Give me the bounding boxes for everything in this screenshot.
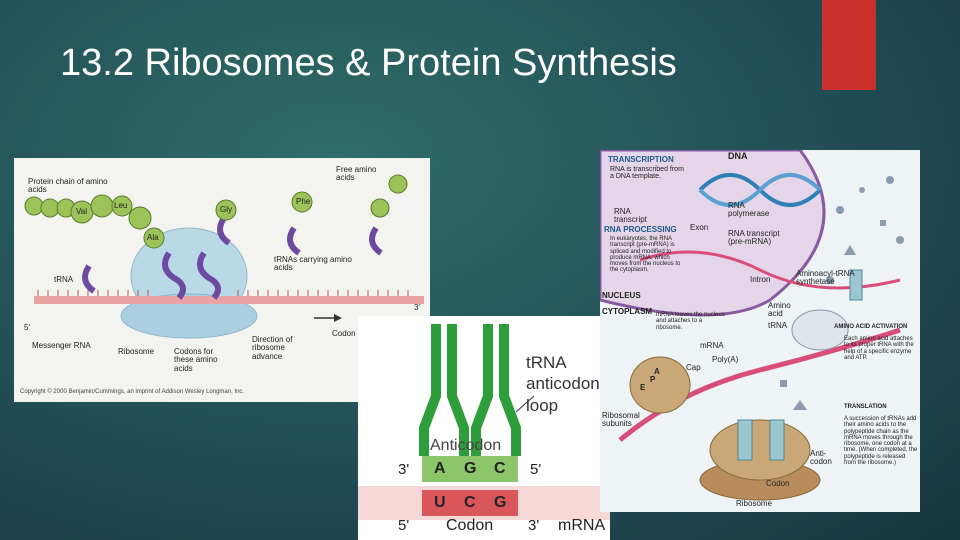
anticodon-base-3: C: [494, 460, 506, 477]
site-e: E: [640, 383, 646, 392]
label-rna-transcript: RNA transcript: [614, 207, 647, 225]
accent-bar: [822, 0, 876, 90]
step5-text: A succession of tRNAs add their amino ac…: [844, 416, 918, 467]
label-exon: Exon: [690, 223, 709, 232]
trna-anticodon-figure: tRNA anticodon loop Anticodon 3' A G C 5…: [358, 316, 610, 540]
codon-base-3: G: [494, 494, 507, 511]
codon-label: Codon: [446, 517, 494, 534]
label-amino-acid: Amino acid: [768, 301, 791, 319]
label-protein-chain: Protein chain of amino acids: [28, 177, 108, 195]
trna-loop-label: tRNA anticodon loop: [526, 353, 600, 415]
label-direction: Direction of ribosome advance: [252, 335, 293, 361]
label-rna-polymerase: RNA polymerase: [728, 201, 770, 219]
five-prime-top: 5': [530, 461, 542, 478]
slide-title: 13.2 Ribosomes & Protein Synthesis: [60, 42, 677, 84]
ribosome-illustration: [24, 174, 424, 339]
label-intron: Intron: [750, 275, 771, 284]
label-synthetase: Aminoacyl-tRNA synthetase: [796, 269, 855, 287]
site-p: P: [650, 375, 656, 384]
five-prime-bottom: 5': [398, 517, 410, 534]
label-anticodon: Anti-codon: [810, 449, 832, 467]
three-prime-top: 3': [398, 461, 410, 478]
label-three-prime: 3': [414, 303, 420, 312]
label-trnas-carrying: tRNAs carrying amino acids: [274, 255, 352, 273]
aa-leu: Leu: [114, 201, 128, 210]
label-cap: Cap: [686, 363, 701, 372]
label-five-prime: 5': [24, 323, 30, 332]
label-ribosome: Ribosome: [736, 499, 773, 508]
anticodon-base-2: G: [464, 460, 477, 477]
label-codon: Codon: [766, 479, 790, 488]
protein-synthesis-overview: DNA TRANSCRIPTION RNA is transcribed fro…: [600, 150, 920, 512]
label-poly-a: Poly(A): [712, 355, 739, 364]
label-pre-mrna: RNA transcript (pre-mRNA): [728, 229, 780, 247]
step2-text: In eukaryotes, the RNA transcript (pre-m…: [610, 236, 681, 274]
label-transcription: TRANSCRIPTION: [608, 155, 674, 164]
label-codon: Codon: [332, 329, 356, 338]
anticodon-base-1: A: [434, 460, 446, 477]
label-mrna: mRNA: [700, 341, 724, 350]
step3-text: mRNA leaves the nucleus and attaches to …: [656, 312, 725, 331]
codon-base-2: C: [464, 494, 476, 511]
three-prime-bottom: 3': [528, 517, 540, 534]
label-translation: TRANSLATION: [844, 404, 887, 410]
ribosome-figure-left: Protein chain of amino acids Free amino …: [14, 158, 430, 402]
label-free-amino-acids: Free amino acids: [336, 165, 377, 183]
anticodon-label: Anticodon: [430, 437, 502, 454]
label-cytoplasm: CYTOPLASM: [602, 307, 653, 316]
aa-ala: Ala: [147, 233, 159, 242]
label-aa-activation: AMINO ACID ACTIVATION: [834, 324, 908, 330]
label-codons-for: Codons for these amino acids: [174, 347, 218, 373]
label-dna: DNA: [728, 151, 748, 161]
step1-text: RNA is transcribed from a DNA template.: [610, 166, 684, 181]
site-a: A: [654, 367, 660, 376]
label-ribosomal-subunits: Ribosomal subunits: [602, 411, 640, 429]
label-trna: tRNA: [54, 275, 74, 284]
protein-synthesis-illustration: [600, 150, 904, 501]
trna-anticodon-illustration: [358, 324, 610, 520]
label-rna-processing: RNA PROCESSING: [604, 225, 677, 234]
codon-base-1: U: [434, 494, 446, 511]
label-ribosome: Ribosome: [118, 347, 155, 356]
aa-phe: Phe: [296, 197, 311, 206]
step4-text: Each amino acid attaches to its proper t…: [844, 336, 914, 361]
label-messenger-rna: Messenger RNA: [32, 341, 91, 350]
aa-val: Val: [76, 207, 87, 216]
mrna-label: mRNA: [558, 517, 606, 534]
copyright-note: Copyright © 2000 Benjamin/Cummings, an i…: [20, 389, 245, 395]
label-trna: tRNA: [768, 321, 788, 330]
label-nucleus: NUCLEUS: [602, 291, 641, 300]
aa-gly: Gly: [220, 205, 232, 214]
